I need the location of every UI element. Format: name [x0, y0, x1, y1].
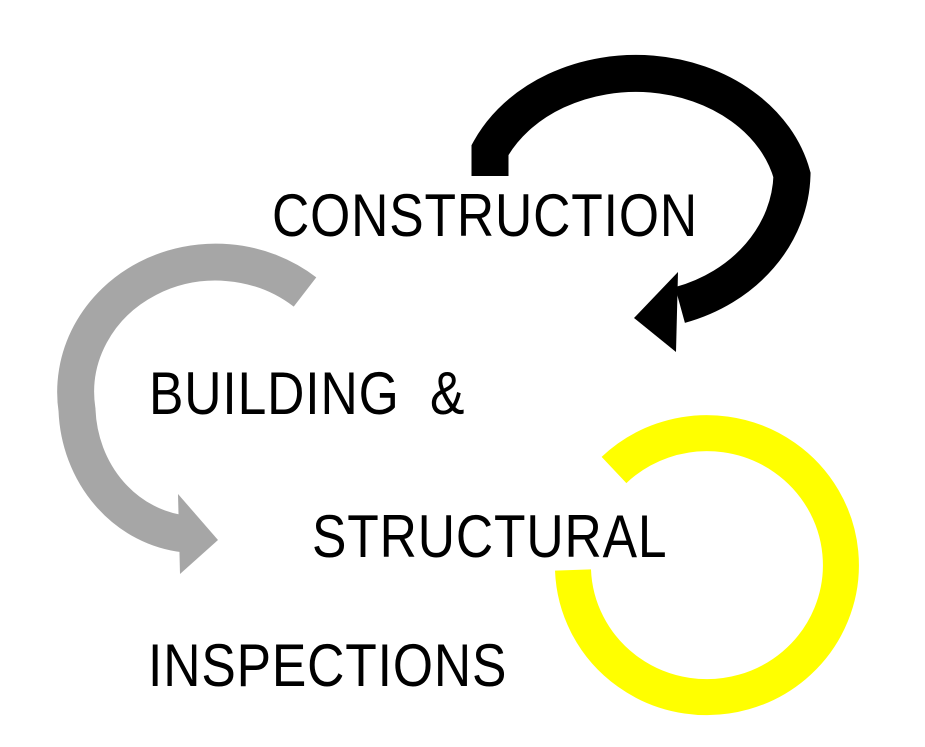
- black-curved-arrow-icon: [471, 54, 811, 352]
- label-structural: STRUCTURAL: [312, 503, 668, 570]
- yellow-ring-icon: [555, 415, 859, 716]
- label-building: BUILDING &: [149, 360, 466, 427]
- label-inspections: INSPECTIONS: [148, 632, 508, 699]
- label-construction: CONSTRUCTION: [272, 182, 698, 249]
- gray-curved-arrow-icon: [57, 243, 317, 574]
